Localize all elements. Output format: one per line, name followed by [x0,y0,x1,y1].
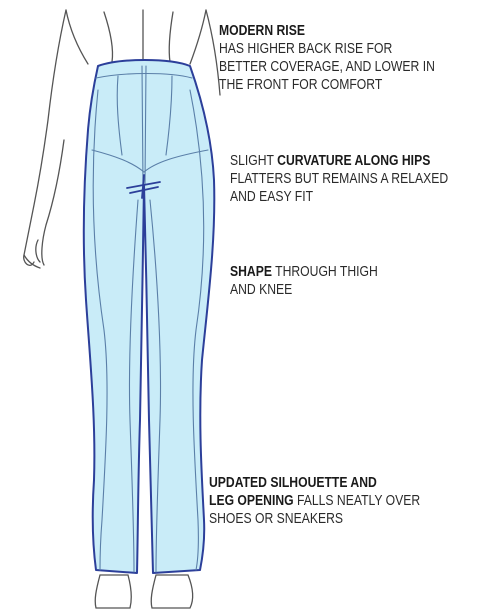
feet [95,575,193,608]
curvature-line-2: FLATTERS BUT REMAINS A RELAXED [230,170,448,188]
curvature-prefix: SLIGHT [230,153,277,169]
shape-line-2: AND KNEE [230,281,378,299]
left-arm-inner [42,140,64,265]
shape-bold: SHAPE [230,264,272,280]
right-arm-hint [206,10,220,95]
torso-right-outline [190,10,206,64]
modern-rise-line-2: BETTER COVERAGE, AND LOWER IN [219,58,435,76]
annotation-shape: SHAPE THROUGH THIGH AND KNEE [230,263,378,299]
torso-left-outline [66,10,88,64]
shape-suffix: THROUGH THIGH [272,264,378,280]
modern-rise-line-1: HAS HIGHER BACK RISE FOR [219,40,435,58]
modern-rise-title: MODERN RISE [219,23,305,39]
modern-rise-line-3: THE FRONT FOR COMFORT [219,76,435,94]
silhouette-line-3: SHOES OR SNEAKERS [209,510,420,528]
annotation-modern-rise: MODERN RISE HAS HIGHER BACK RISE FOR BET… [219,22,435,94]
silhouette-bold-1: UPDATED SILHOUETTE AND [209,475,377,491]
torso-left-contour [104,12,113,62]
silhouette-bold-2: LEG OPENING [209,493,294,509]
annotation-curvature: SLIGHT CURVATURE ALONG HIPS FLATTERS BUT… [230,152,448,206]
annotation-silhouette: UPDATED SILHOUETTE AND LEG OPENING FALLS… [209,474,420,528]
right-foot [151,575,193,608]
left-foot [95,575,131,608]
torso-right-contour [169,12,173,62]
curvature-bold: CURVATURE ALONG HIPS [277,153,430,169]
silhouette-suffix-2: FALLS NEATLY OVER [294,493,421,509]
curvature-line-3: AND EASY FIT [230,188,448,206]
